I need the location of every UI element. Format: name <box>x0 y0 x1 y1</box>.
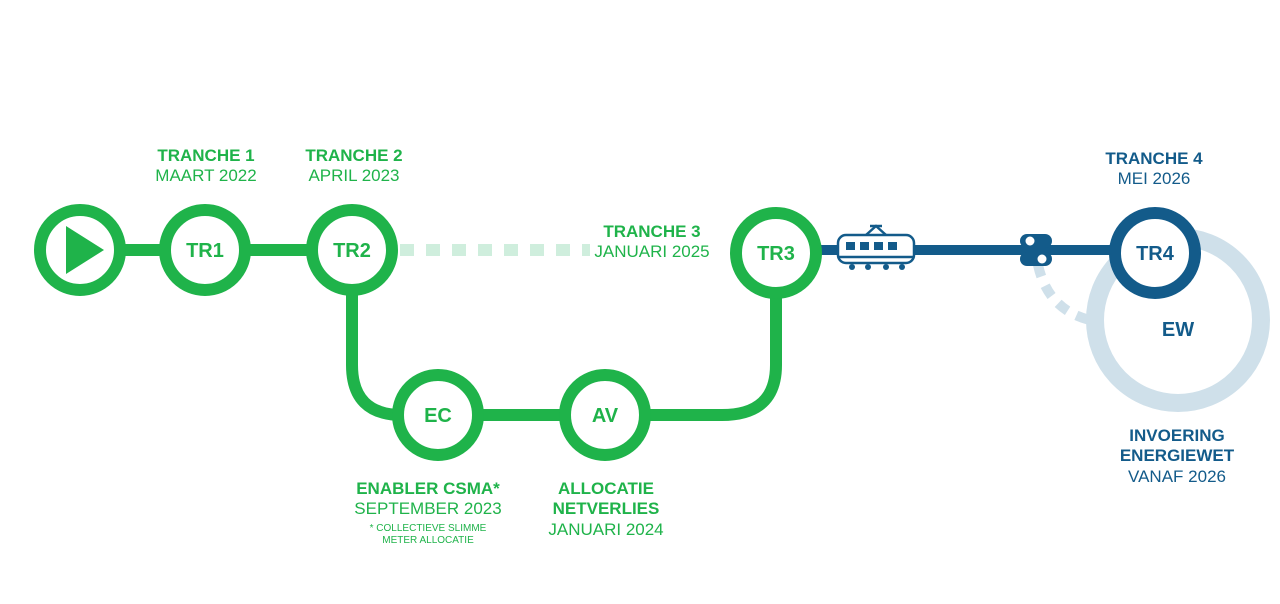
start-node[interactable] <box>34 204 126 296</box>
node-tr3[interactable]: TR3 <box>730 207 822 299</box>
tranche2-title: TRANCHE 2 <box>305 146 403 165</box>
label-tranche4: TRANCHE 4 MEI 2026 <box>1079 149 1229 190</box>
tranche2-date: APRIL 2023 <box>308 166 400 186</box>
allocatie-date: JANUARI 2024 <box>548 519 664 539</box>
node-av[interactable]: AV <box>559 369 651 461</box>
energiewet-title-1: INVOERING <box>1129 426 1225 445</box>
play-icon <box>66 226 104 274</box>
node-tr2[interactable]: TR2 <box>306 204 398 296</box>
label-tranche2: TRANCHE 2 APRIL 2023 <box>279 146 429 187</box>
tranche4-date: MEI 2026 <box>1117 169 1191 189</box>
tranche3-date: JANUARI 2025 <box>594 242 710 262</box>
tranche1-date: MAART 2022 <box>155 166 257 186</box>
node-ec[interactable]: EC <box>392 369 484 461</box>
energiewet-date: VANAF 2026 <box>1128 466 1226 486</box>
node-tr1[interactable]: TR1 <box>159 204 251 296</box>
enabler-date: SEPTEMBER 2023 <box>354 499 502 519</box>
node-tr4[interactable]: TR4 <box>1109 207 1201 299</box>
tranche3-title: TRANCHE 3 <box>603 222 701 241</box>
label-allocatie: ALLOCATIE NETVERLIES JANUARI 2024 <box>531 479 681 540</box>
allocatie-title-1: ALLOCATIE <box>557 479 654 498</box>
node-tr2-label: TR2 <box>333 240 371 262</box>
dashed-curve-ew <box>1033 263 1092 325</box>
node-av-label: AV <box>592 405 619 427</box>
switch-icon <box>1020 234 1052 266</box>
label-tranche3: TRANCHE 3 JANUARI 2025 <box>577 222 727 263</box>
allocatie-title-2: NETVERLIES <box>552 499 660 519</box>
label-tranche1: TRANCHE 1 MAART 2022 <box>131 146 281 187</box>
node-tr3-label: TR3 <box>757 243 795 265</box>
label-enabler: ENABLER CSMA* SEPTEMBER 2023 * COLLECTIE… <box>333 479 523 547</box>
train-icon <box>836 224 916 270</box>
node-ec-label: EC <box>424 405 452 427</box>
node-tr4-label: TR4 <box>1136 243 1175 265</box>
energiewet-title-2: ENERGIEWET <box>1119 446 1235 466</box>
tranche1-title: TRANCHE 1 <box>157 146 255 165</box>
node-tr1-label: TR1 <box>186 240 224 262</box>
enabler-note-1: * COLLECTIEVE SLIMME <box>369 522 487 534</box>
enabler-note-2: METER ALLOCATIE <box>382 534 474 546</box>
enabler-title: ENABLER CSMA* <box>356 479 500 498</box>
tranche4-title: TRANCHE 4 <box>1105 149 1203 168</box>
node-ew-label: EW <box>1162 319 1194 341</box>
label-energiewet: INVOERING ENERGIEWET VANAF 2026 <box>1102 426 1252 487</box>
